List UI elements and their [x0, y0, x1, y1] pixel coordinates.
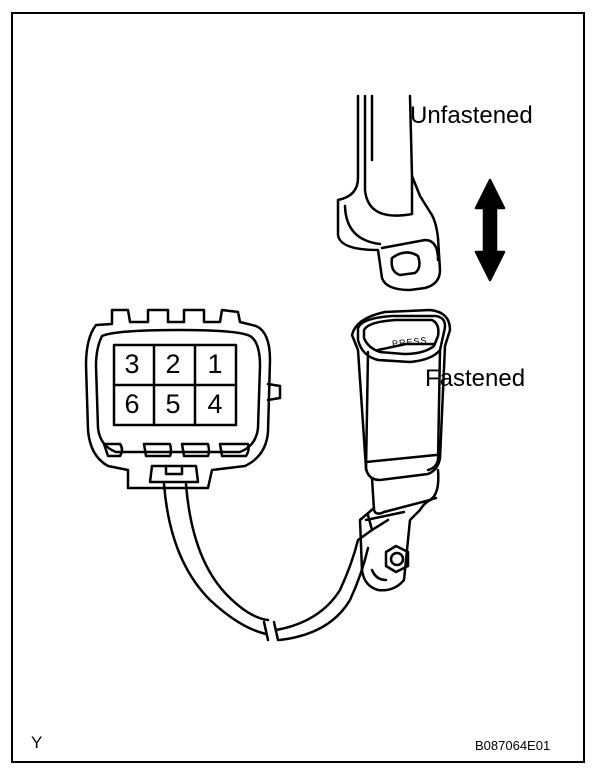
seat-belt-buckle	[350, 308, 452, 592]
wire-harness	[162, 482, 374, 642]
fastened-label: Fastened	[425, 365, 526, 392]
double-arrow-icon	[474, 178, 506, 282]
view-letter: Y	[31, 733, 43, 752]
six-pin-connector	[84, 308, 282, 490]
unfastened-label: Unfastened	[410, 102, 533, 129]
figure-frame	[11, 12, 585, 763]
connector-pin-1: 1	[207, 349, 223, 379]
connector-pin-6: 6	[124, 389, 140, 419]
connector-pin-4: 4	[207, 389, 223, 419]
figure-code: B087064E01	[475, 738, 551, 753]
connector-pin-3: 3	[124, 349, 140, 379]
connector-pin-5: 5	[165, 389, 181, 419]
belt-tongue-plate	[336, 94, 442, 292]
connector-pin-2: 2	[165, 349, 181, 379]
